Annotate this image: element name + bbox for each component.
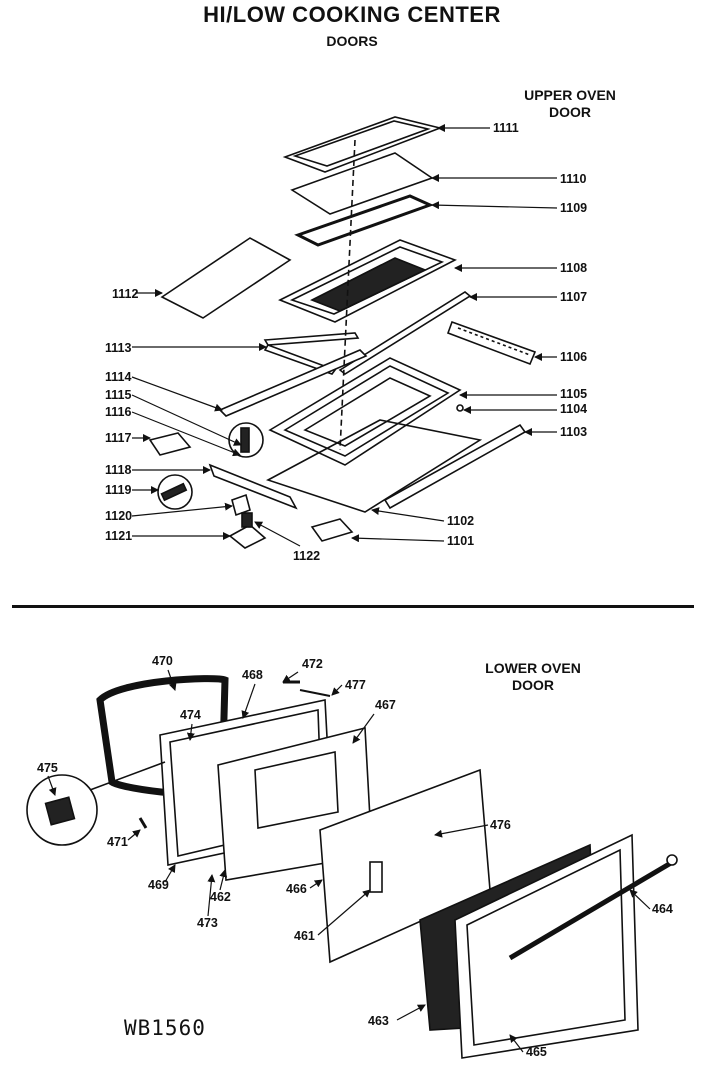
leader-line-467	[352, 713, 375, 744]
part-label-467: 467	[375, 698, 396, 712]
leader-line-469	[164, 864, 176, 883]
part-label-469: 469	[148, 878, 169, 892]
upper-door-parts-art	[148, 116, 537, 549]
part-label-473: 473	[197, 916, 218, 930]
part-label-468: 468	[242, 668, 263, 682]
leader-line-461	[317, 889, 371, 936]
part-label-1108: 1108	[560, 261, 587, 275]
leader-line-470	[167, 669, 177, 691]
leader-line-1115	[131, 394, 242, 446]
part-label-1101: 1101	[447, 534, 474, 548]
part-label-1106: 1106	[560, 350, 587, 364]
part-label-1110: 1110	[560, 172, 586, 186]
upper-oven-door-heading: UPPER OVEN DOOR	[524, 87, 616, 120]
part-label-476: 476	[490, 818, 511, 832]
leader-line-468	[241, 683, 256, 719]
leader-line-475	[47, 775, 57, 796]
leader-line-1114	[131, 376, 223, 412]
drawing-code: WB1560	[124, 1016, 206, 1040]
leader-line-465	[509, 1034, 524, 1053]
part-label-463: 463	[368, 1014, 389, 1028]
part-label-465: 465	[526, 1045, 547, 1059]
part-label-1105: 1105	[560, 387, 587, 401]
part-label-1104: 1104	[560, 402, 587, 416]
part-label-1119: 1119	[105, 483, 131, 497]
leader-line-477	[331, 684, 343, 696]
leader-line-1116	[131, 411, 241, 457]
leader-line-1109	[431, 201, 558, 210]
part-label-474: 474	[180, 708, 201, 722]
part-label-1118: 1118	[105, 463, 131, 477]
leader-line-476	[434, 824, 489, 838]
part-label-1120: 1120	[105, 509, 132, 523]
page-subtitle: DOORS	[326, 33, 378, 49]
part-label-475: 475	[37, 761, 58, 775]
part-label-1114: 1114	[105, 370, 131, 384]
part-label-1115: 1115	[105, 388, 131, 402]
leader-line-463	[396, 1004, 426, 1021]
leader-line-466	[309, 879, 323, 889]
leader-line-1102	[371, 507, 445, 522]
part-label-477: 477	[345, 678, 366, 692]
leader-line-1120	[131, 502, 233, 517]
leader-line-1122	[254, 521, 301, 547]
part-label-1112: 1112	[112, 287, 138, 301]
part-label-1107: 1107	[560, 290, 587, 304]
leader-line-474	[186, 723, 195, 741]
leader-line-473	[207, 874, 216, 917]
part-label-470: 470	[152, 654, 173, 668]
leader-line-472	[282, 671, 299, 683]
lower-oven-door-heading: LOWER OVEN DOOR	[485, 660, 581, 693]
part-label-462: 462	[210, 890, 231, 904]
section-divider	[12, 605, 694, 608]
part-label-1121: 1121	[105, 529, 132, 543]
part-label-1113: 1113	[105, 341, 131, 355]
part-label-471: 471	[107, 835, 128, 849]
leader-line-471	[127, 829, 141, 841]
part-label-1116: 1116	[105, 405, 131, 419]
part-label-461: 461	[294, 929, 315, 943]
part-label-464: 464	[652, 902, 673, 916]
part-label-1102: 1102	[447, 514, 474, 528]
part-label-1109: 1109	[560, 201, 587, 215]
leader-line-462	[219, 869, 228, 891]
part-label-466: 466	[286, 882, 307, 896]
page-title: HI/LOW COOKING CENTER	[203, 2, 501, 27]
part-label-472: 472	[302, 657, 323, 671]
part-label-1117: 1117	[105, 431, 131, 445]
part-label-1122: 1122	[293, 549, 320, 563]
part-label-1103: 1103	[560, 425, 587, 439]
lower-door-parts-art	[26, 675, 678, 1059]
part-label-1111: 1111	[493, 121, 519, 135]
leader-line-1101	[351, 534, 445, 543]
leader-line-464	[629, 889, 651, 910]
